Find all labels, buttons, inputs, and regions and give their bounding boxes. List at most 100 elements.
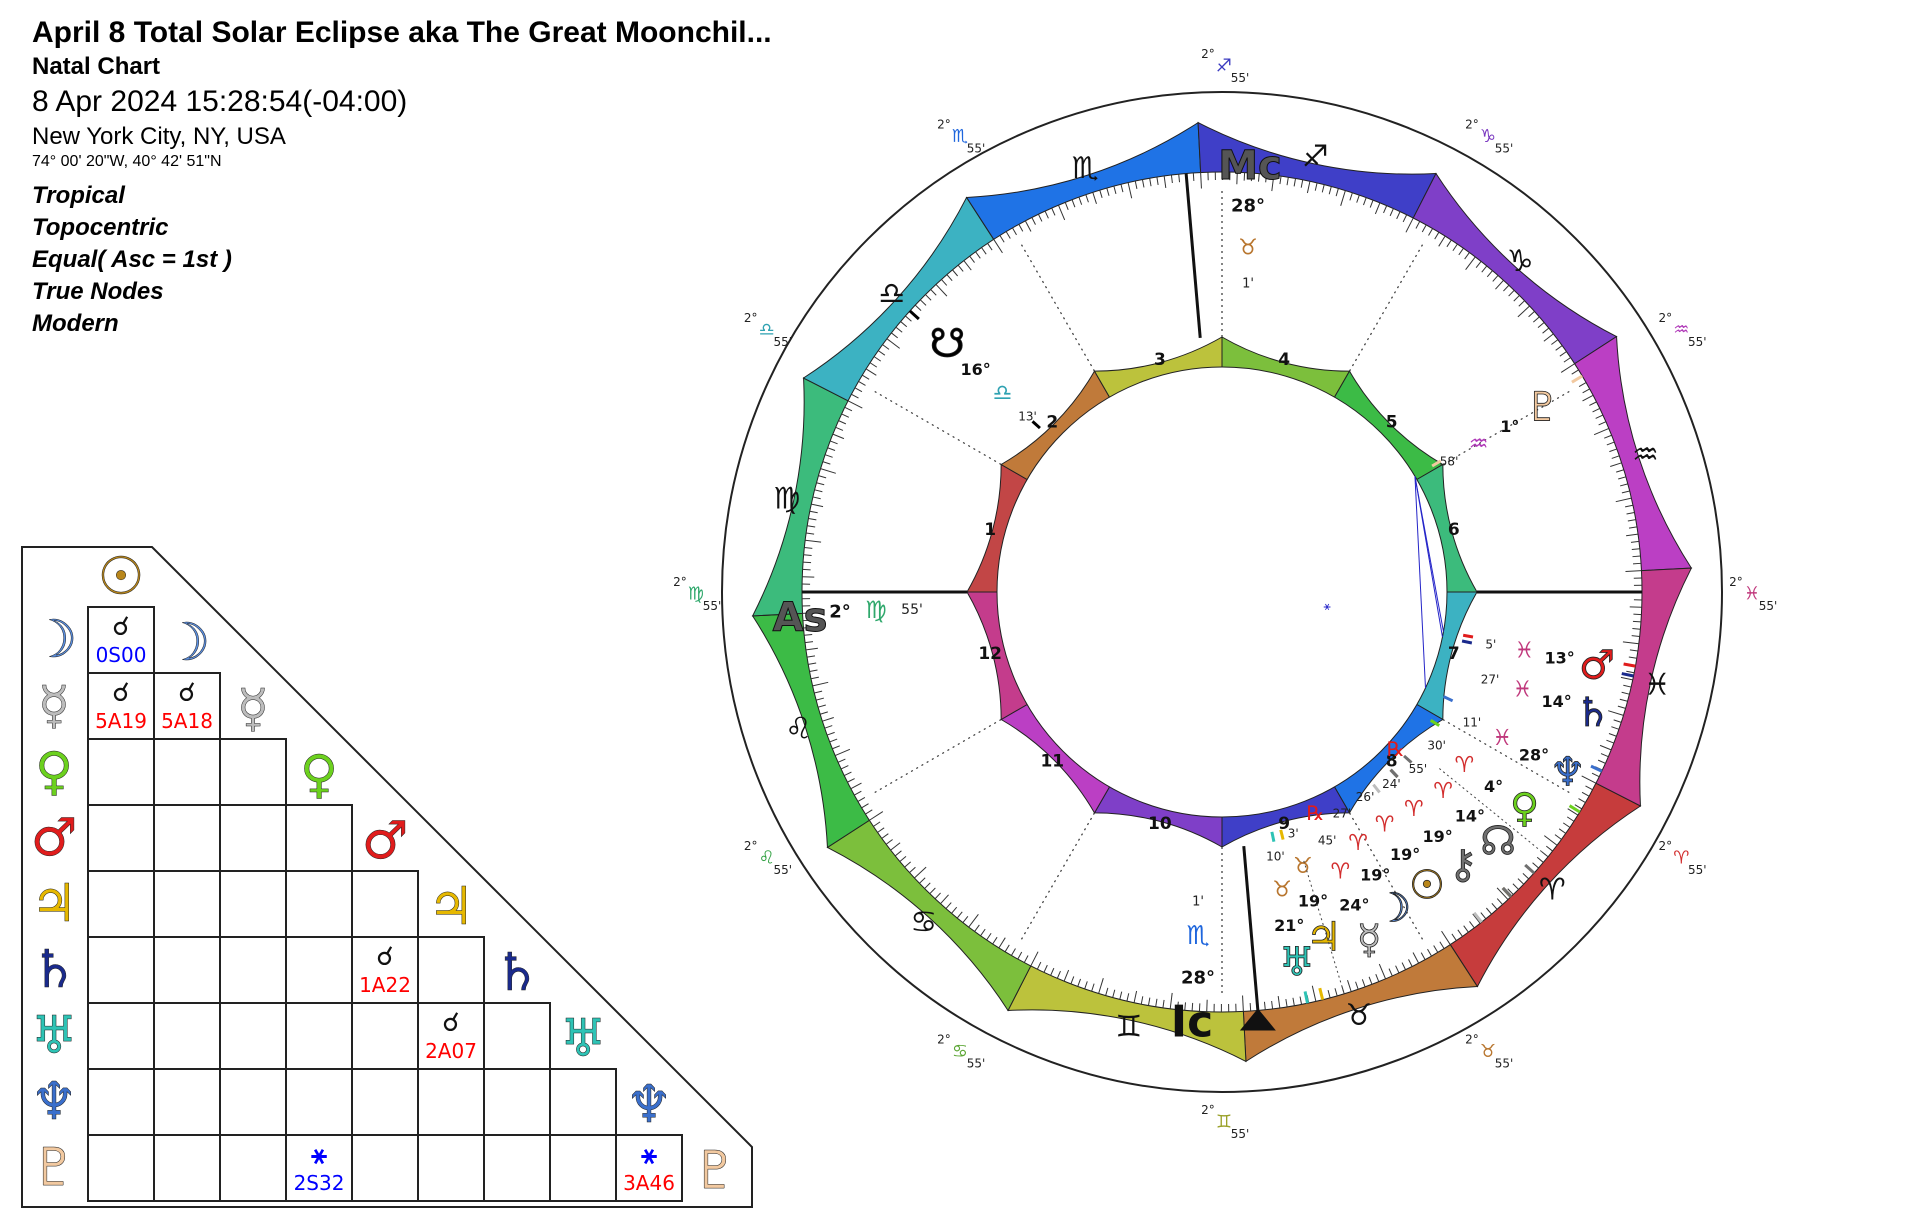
degree-tick <box>805 539 822 543</box>
degree-tick <box>1156 176 1159 186</box>
degree-tick <box>987 243 993 251</box>
house-number-7: 7 <box>1448 644 1460 664</box>
mars-position-tick <box>1462 633 1474 639</box>
degree-tick <box>981 247 987 255</box>
degree-tick <box>1563 357 1571 363</box>
degree-tick <box>1551 339 1559 345</box>
house-cusp-degree: 2° <box>937 118 951 132</box>
degree-tick <box>1355 981 1359 990</box>
degree-tick <box>986 932 992 941</box>
degree-tick <box>1472 913 1481 924</box>
degree-tick <box>1361 979 1366 988</box>
chiron-icon: ⚷ <box>1448 842 1477 888</box>
degree-tick <box>1162 999 1165 1008</box>
saturn-sign-icon: ♓ <box>1513 678 1533 703</box>
degree-tick <box>1030 951 1039 967</box>
degree-tick <box>1056 970 1061 979</box>
degree-tick <box>1491 903 1498 910</box>
degree-tick <box>1598 421 1607 426</box>
mercury-sign-icon: ♈ <box>1331 860 1351 885</box>
mercury-degree: 24° <box>1339 896 1369 915</box>
degree-tick <box>1334 988 1338 997</box>
aspect-grid-cell <box>87 1002 155 1070</box>
sign-glyph-capricorn: ♑ <box>1507 244 1534 279</box>
degree-tick <box>909 866 916 873</box>
degree-tick <box>1141 179 1145 188</box>
venus-minutes: 30' <box>1427 739 1446 753</box>
uranus-position-tick <box>1270 831 1276 842</box>
degree-tick <box>940 894 949 905</box>
pluto-zodiac-tick <box>1571 374 1583 384</box>
degree-tick <box>1592 407 1600 413</box>
degree-tick <box>885 839 893 845</box>
aspect-orb: 5A18 <box>161 709 213 733</box>
degree-tick <box>816 482 825 486</box>
ascendant-minutes: 55' <box>901 602 923 618</box>
degree-tick <box>900 321 908 328</box>
degree-tick <box>945 902 952 909</box>
degree-tick <box>1599 744 1612 751</box>
degree-tick <box>1621 691 1630 695</box>
aspect-symbol: ☌ <box>112 612 129 642</box>
degree-tick <box>1446 239 1452 248</box>
degree-tick <box>1626 511 1635 515</box>
degree-tick <box>1163 175 1167 188</box>
aspect-line <box>1414 476 1426 689</box>
southnode-icon: ☋ <box>930 321 966 367</box>
node-sign-icon: ♈ <box>1433 779 1453 804</box>
aspect-grid-cell <box>87 672 155 740</box>
degree-tick <box>941 279 948 286</box>
degree-tick <box>1517 878 1525 885</box>
degree-tick <box>1063 969 1070 982</box>
degree-tick <box>814 690 823 694</box>
southnode-sign-icon: ♎ <box>992 381 1012 406</box>
house-cusp-degree: 2° <box>744 839 758 853</box>
degree-tick <box>861 803 869 809</box>
aspect-grid-cell <box>153 1002 221 1070</box>
sun-minutes: 26' <box>1356 790 1375 804</box>
degree-tick <box>890 842 901 851</box>
degree-tick <box>1321 184 1325 193</box>
house-cusp-minutes: 55' <box>967 1056 986 1070</box>
degree-tick <box>919 299 927 306</box>
aspect-orb: 5A19 <box>95 709 147 733</box>
pluto-sign-icon: ♒ <box>1469 432 1489 457</box>
degree-tick <box>1560 363 1575 373</box>
mercury-zodiac-tick <box>1472 911 1483 924</box>
house-cusp-line-12 <box>871 718 1002 795</box>
ascendant-degree: 2° <box>829 602 851 623</box>
degree-tick <box>1628 526 1638 529</box>
degree-tick <box>999 235 1005 243</box>
aspect-grid-cell <box>219 1134 287 1202</box>
degree-tick <box>1311 985 1317 1002</box>
degree-tick <box>805 647 818 651</box>
ascendant-sign-icon: ♍ <box>865 596 887 624</box>
degree-tick <box>1619 698 1628 702</box>
aspect-grid-cell <box>285 870 353 938</box>
southnode-minutes: 13' <box>1018 409 1037 423</box>
degree-tick <box>804 633 813 636</box>
ic-sign-icon: ♏ <box>1186 921 1209 951</box>
degree-tick <box>899 855 907 862</box>
degree-tick <box>992 936 998 945</box>
grid-row-icon-9: ♇ <box>31 1138 78 1198</box>
degree-tick <box>1625 504 1634 508</box>
degree-tick <box>1405 217 1414 233</box>
mc-arrow <box>1239 1008 1276 1031</box>
aspect-grid-cell <box>153 936 221 1004</box>
degree-tick <box>1480 912 1487 920</box>
degree-tick <box>1402 214 1408 223</box>
degree-tick <box>882 344 890 350</box>
mars-degree: 13° <box>1544 649 1574 668</box>
degree-tick <box>1084 981 1088 990</box>
grid-diagonal-icon-5: ♃ <box>428 877 475 937</box>
sign-glyph-leo: ♌ <box>785 711 812 746</box>
grid-diagonal-icon-2: ☿ <box>237 679 269 739</box>
degree-tick <box>1543 333 1554 342</box>
degree-tick <box>1031 217 1036 225</box>
degree-tick <box>1536 856 1544 863</box>
degree-tick <box>1133 990 1138 1003</box>
degree-tick <box>1537 322 1545 329</box>
degree-tick <box>905 315 912 322</box>
pluto-icon: ♇ <box>1525 384 1561 430</box>
